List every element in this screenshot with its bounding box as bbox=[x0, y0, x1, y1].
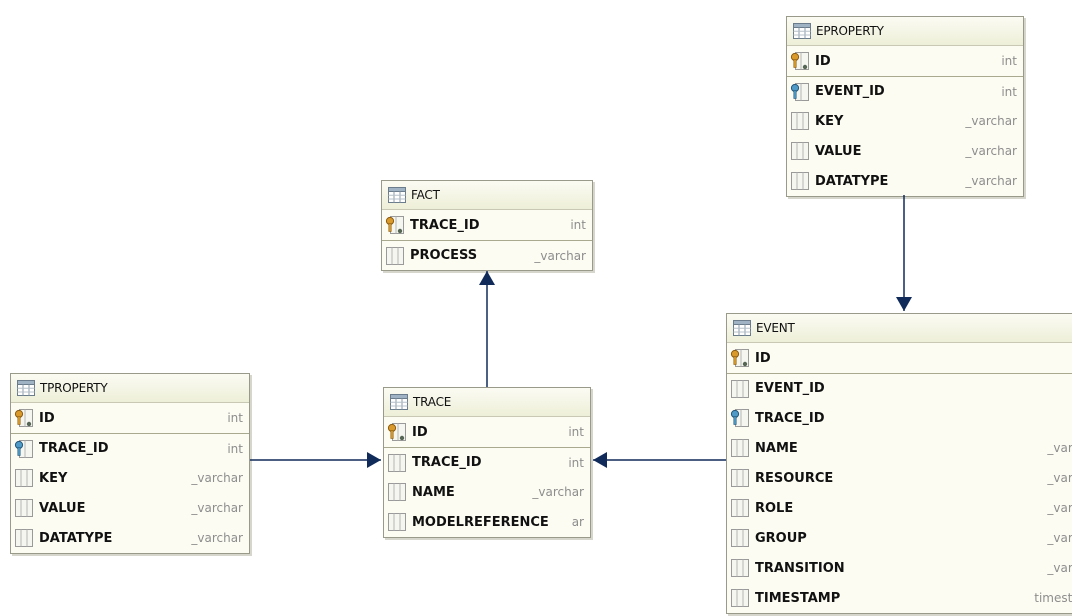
column-name: ID bbox=[755, 350, 771, 366]
column-name: KEY bbox=[39, 470, 68, 486]
column-type: _varchar bbox=[965, 174, 1017, 188]
arrowhead-icon bbox=[479, 271, 495, 285]
column-row[interactable]: ROLE _varchar bbox=[727, 493, 1072, 523]
column-name: MODELREFERENCE bbox=[412, 514, 549, 530]
column-type: ar bbox=[571, 515, 584, 529]
column-row[interactable]: ID int bbox=[787, 46, 1023, 76]
column-row[interactable]: TIMESTAMP timestamp bbox=[727, 583, 1072, 613]
column-type: timestamp bbox=[1034, 591, 1072, 605]
column-name: TRACE_ID bbox=[410, 217, 480, 233]
column-row[interactable]: MODELREFERENCE ar bbox=[384, 507, 590, 537]
column-type: _varchar bbox=[1047, 471, 1072, 485]
column-name: VALUE bbox=[815, 143, 862, 159]
column-name: EVENT_ID bbox=[755, 381, 825, 396]
column-row[interactable]: VALUE _varchar bbox=[11, 493, 249, 523]
column-type: _varchar bbox=[1047, 531, 1072, 545]
column-type: _varchar bbox=[1047, 501, 1072, 515]
column-type: int bbox=[570, 218, 586, 232]
column-name: KEY bbox=[815, 113, 844, 129]
table-header[interactable]: TRACE bbox=[384, 388, 590, 417]
column-row[interactable]: TRACE_ID int bbox=[384, 447, 590, 477]
column-row[interactable]: RESOURCE _varchar bbox=[727, 463, 1072, 493]
table-header[interactable]: EPROPERTY bbox=[787, 17, 1023, 46]
column-type: _varchar bbox=[191, 531, 243, 545]
table-header[interactable]: FACT bbox=[382, 181, 592, 210]
column-type: _varchar bbox=[191, 501, 243, 515]
column-type: int bbox=[227, 441, 243, 456]
column-row[interactable]: KEY _varchar bbox=[787, 106, 1023, 136]
column-name: GROUP bbox=[755, 530, 807, 546]
table-name: EPROPERTY bbox=[816, 24, 884, 38]
column-name: EVENT_ID bbox=[815, 84, 885, 99]
table-name: TPROPERTY bbox=[40, 381, 108, 395]
column-name: TRACE_ID bbox=[412, 455, 482, 470]
column-name: ID bbox=[39, 410, 55, 426]
column-name: TRANSITION bbox=[755, 560, 845, 576]
column-row[interactable]: NAME _varchar bbox=[384, 477, 590, 507]
arrowhead-icon bbox=[593, 452, 607, 468]
column-type: _varchar bbox=[532, 485, 584, 499]
column-row[interactable]: KEY _varchar bbox=[11, 463, 249, 493]
column-name: ID bbox=[412, 424, 428, 440]
column-row[interactable]: TRACE_ID int bbox=[11, 433, 249, 463]
column-type: _varchar bbox=[1047, 561, 1072, 575]
column-type: _varchar bbox=[1047, 441, 1072, 455]
column-row[interactable]: PROCESS _varchar bbox=[382, 240, 592, 270]
column-type: _varchar bbox=[965, 114, 1017, 128]
column-name: NAME bbox=[755, 440, 798, 456]
column-row[interactable]: VALUE _varchar bbox=[787, 136, 1023, 166]
column-row[interactable]: ID int bbox=[384, 417, 590, 447]
table-header[interactable]: TPROPERTY bbox=[11, 374, 249, 403]
arrowhead-icon bbox=[367, 452, 381, 468]
column-row[interactable]: ID int bbox=[11, 403, 249, 433]
column-type: int bbox=[568, 425, 584, 439]
table-name: FACT bbox=[411, 188, 440, 202]
column-row[interactable]: EVENT_ID int bbox=[787, 76, 1023, 106]
column-row[interactable]: DATATYPE _varchar bbox=[11, 523, 249, 553]
column-name: DATATYPE bbox=[815, 173, 889, 189]
column-name: TRACE_ID bbox=[39, 441, 109, 456]
column-row[interactable]: TRANSITION _varchar bbox=[727, 553, 1072, 583]
column-row[interactable]: NAME _varchar bbox=[727, 433, 1072, 463]
column-type: _varchar bbox=[965, 144, 1017, 158]
table-header[interactable]: EVENT bbox=[727, 314, 1072, 343]
column-name: ID bbox=[815, 53, 831, 69]
table-name: TRACE bbox=[413, 395, 452, 409]
column-name: TRACE_ID bbox=[755, 410, 825, 426]
column-row[interactable]: GROUP _varchar bbox=[727, 523, 1072, 553]
column-type: int bbox=[568, 455, 584, 470]
column-name: RESOURCE bbox=[755, 470, 834, 486]
column-type: int bbox=[1001, 84, 1017, 99]
column-name: ROLE bbox=[755, 500, 794, 516]
column-name: NAME bbox=[412, 484, 455, 500]
column-name: VALUE bbox=[39, 500, 86, 516]
column-type: int bbox=[1001, 54, 1017, 68]
column-name: DATATYPE bbox=[39, 530, 113, 546]
column-row[interactable]: DATATYPE _varchar bbox=[787, 166, 1023, 196]
column-name: PROCESS bbox=[410, 248, 478, 263]
table-name: EVENT bbox=[756, 321, 795, 335]
column-row[interactable]: TRACE_ID int bbox=[382, 210, 592, 240]
arrowhead-icon bbox=[896, 297, 912, 311]
column-name: TIMESTAMP bbox=[755, 590, 841, 606]
column-type: int bbox=[227, 411, 243, 425]
column-type: _varchar bbox=[534, 248, 586, 263]
column-type: _varchar bbox=[191, 471, 243, 485]
